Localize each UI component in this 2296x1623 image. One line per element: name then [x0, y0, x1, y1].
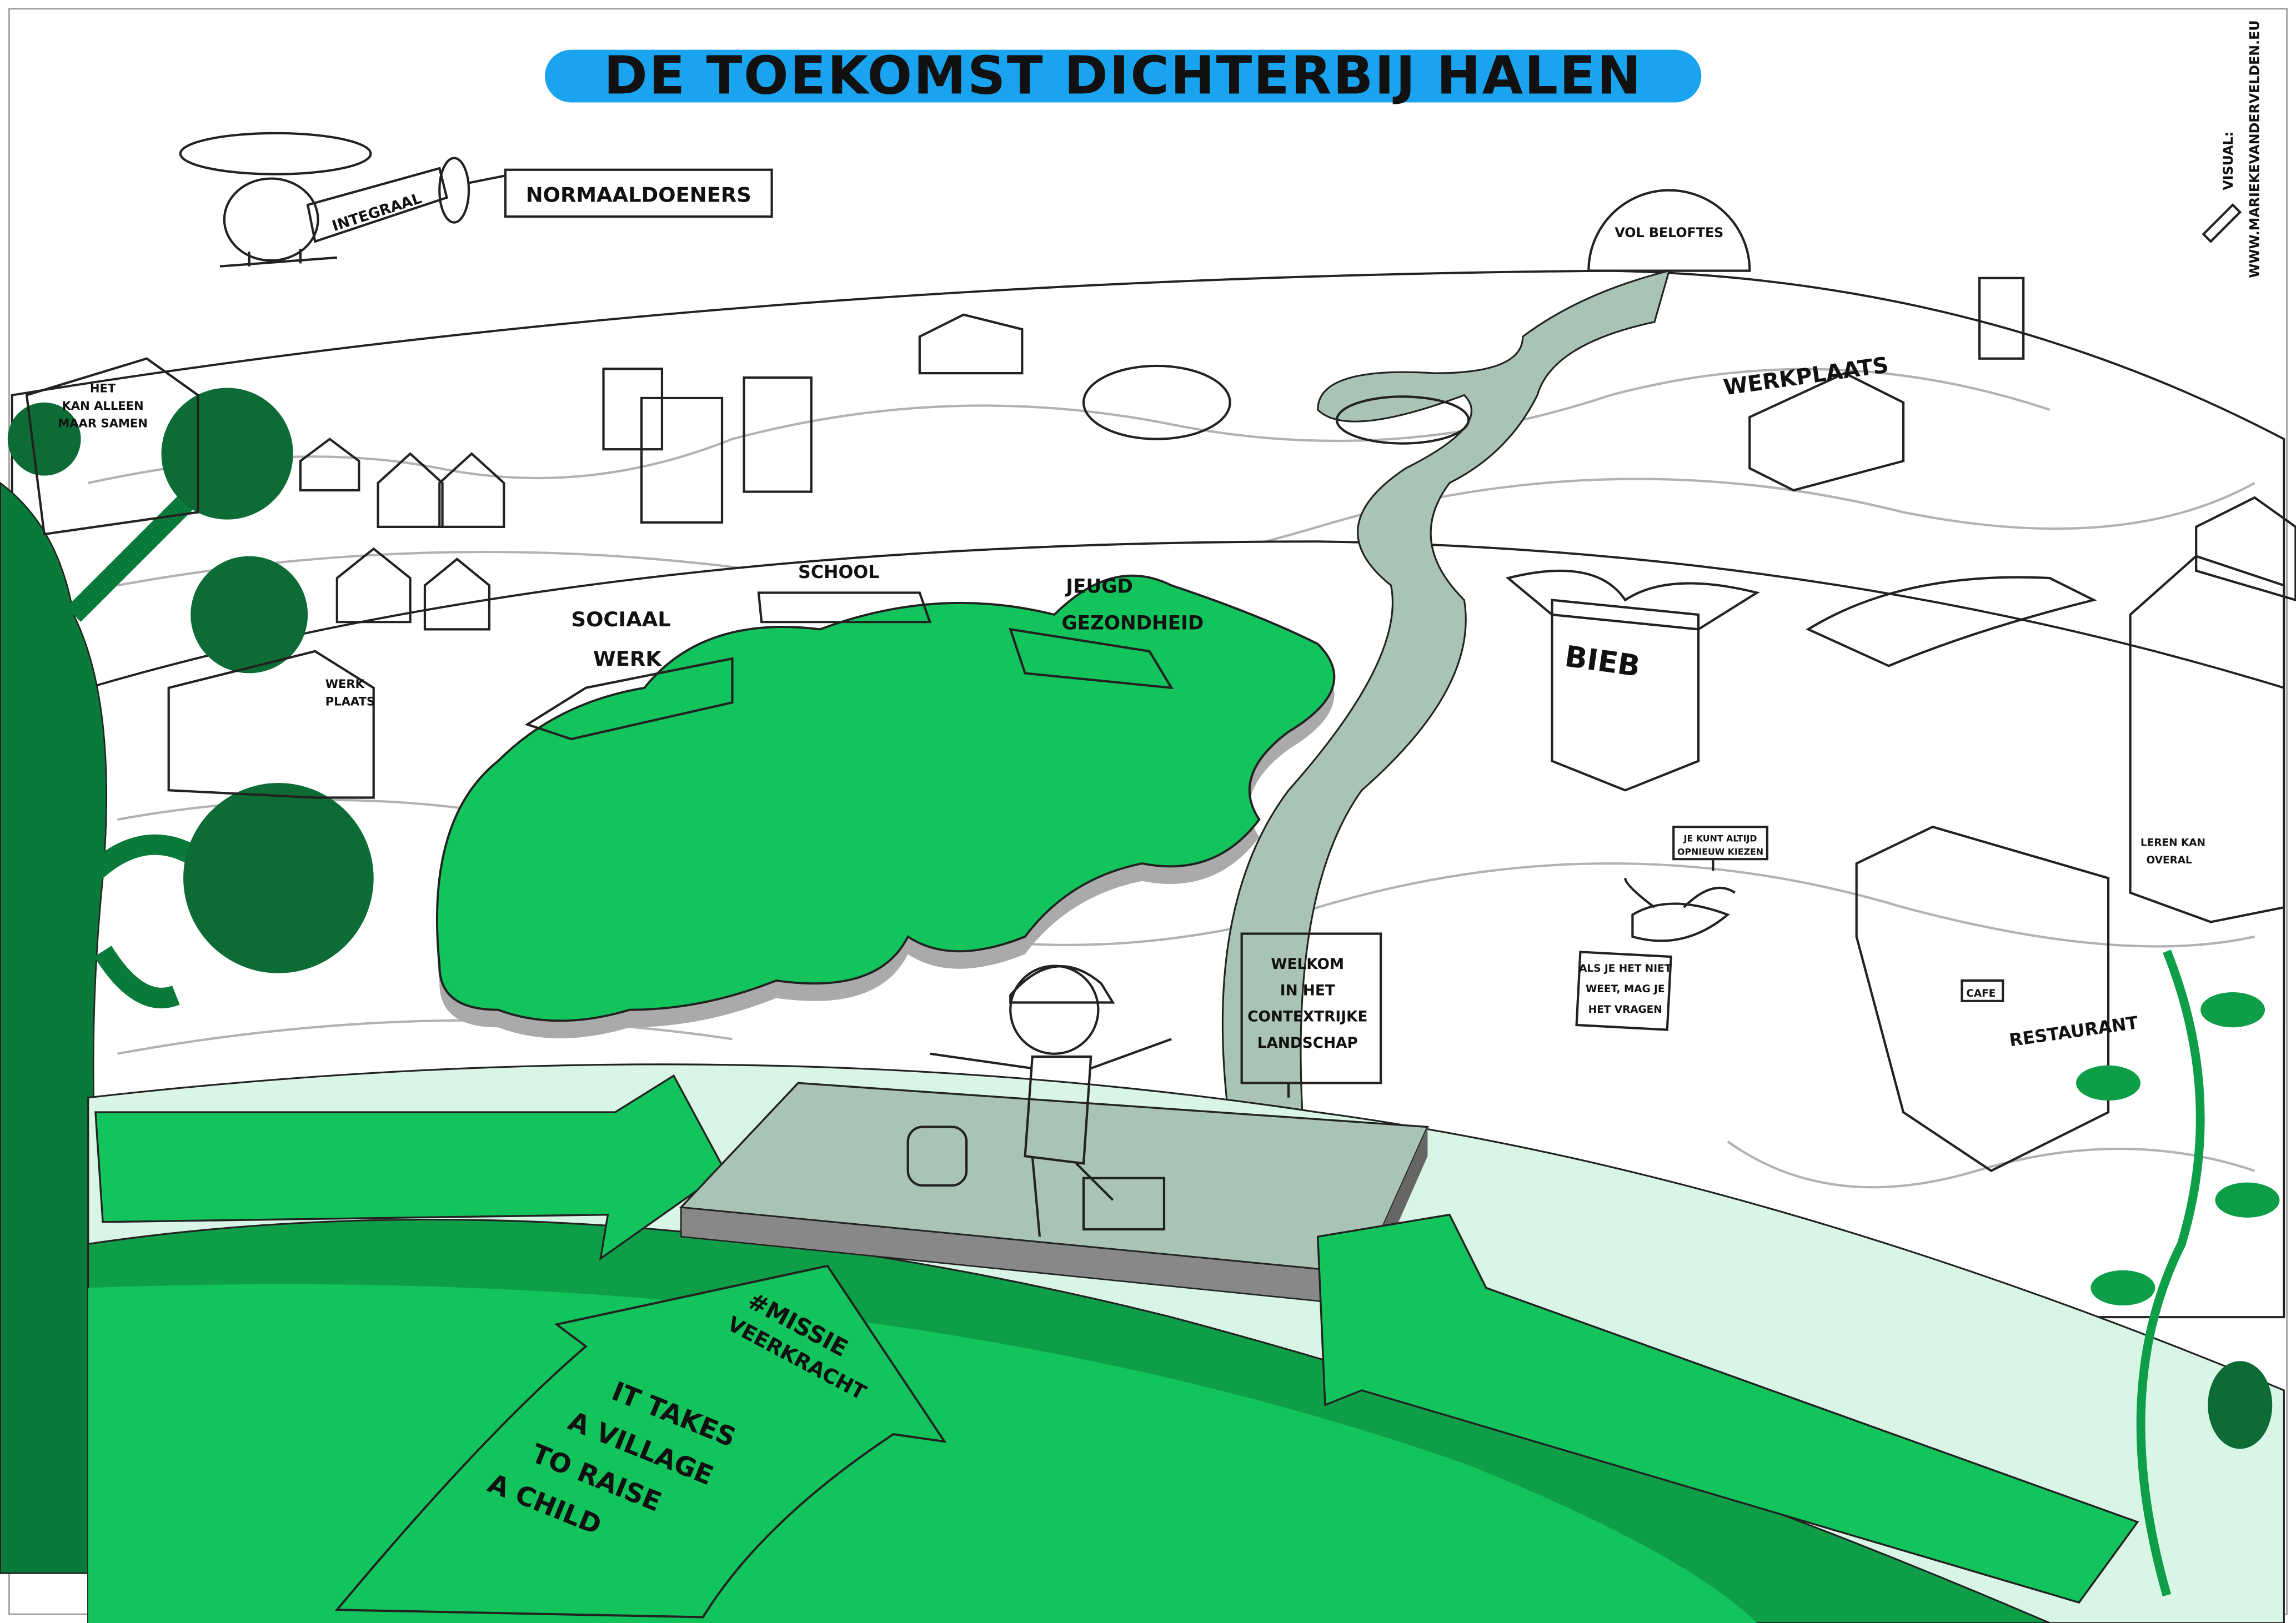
werkplaats-left-line: WERK	[325, 677, 365, 691]
sun-label: VOL BELOFTES	[1615, 225, 1723, 240]
leren-kan-overal: OVERAL	[2147, 855, 2193, 866]
village	[299, 277, 2025, 631]
tall-building: LEREN KAN OVERAL	[2129, 496, 2296, 923]
big-mission-arrow: #MISSIE VEERKRACHT IT TAKES A VILLAGE TO…	[334, 1264, 947, 1619]
treehouse-sign-line: MAAR SAMEN	[58, 416, 148, 430]
sign-text: OPNIEUW KIEZEN	[1677, 846, 1763, 857]
sign-text: IN HET	[1280, 982, 1335, 999]
credit: VISUAL: WWW.MARIEKEVANDERVELDEN.EU	[2220, 20, 2262, 278]
green-island: SOCIAAL WERK SCHOOL JEUGD GEZONDHEID	[436, 562, 1336, 1039]
sign-text: HET VRAGEN	[1588, 1004, 1662, 1016]
leren-kan-overal: LEREN KAN	[2140, 837, 2205, 848]
sign-text: WELKOM	[1271, 956, 1344, 973]
arrow-right-hobbies	[1316, 1213, 2139, 1604]
school-label: SCHOOL	[798, 562, 879, 582]
jeugd-gezondheid-label: GEZONDHEID	[1061, 612, 1204, 634]
big-tree	[0, 388, 374, 1574]
child-figure	[906, 964, 1172, 1237]
sign-welkom: WELKOM IN HET CONTEXTRIJKE LANDSCHAP	[1240, 932, 1382, 1098]
cafe-label: CAFE	[1966, 988, 1996, 999]
arrow-left-tools	[94, 1074, 726, 1261]
banner-text: NORMAALDOENERS	[526, 183, 751, 207]
sign-text: CONTEXTRIJKE	[1247, 1009, 1367, 1026]
jeugd-gezondheid-label: JEUGD	[1065, 575, 1133, 597]
treehouse: HET KAN ALLEEN MAAR SAMEN	[25, 357, 199, 536]
credit-url: WWW.MARIEKEVANDERVELDEN.EU	[2247, 20, 2263, 278]
title-banner: DE TOEKOMST DICHTERBIJ HALEN	[545, 46, 1702, 107]
werkplaats-left-line: PLAATS	[325, 694, 375, 708]
sign-text: LANDSCHAP	[1257, 1035, 1358, 1052]
sign-text: WEET, MAG JE	[1586, 983, 1665, 995]
dove-with-sign: ALS JE HET NIET WEET, MAG JE HET VRAGEN	[1575, 878, 1736, 1031]
road	[1221, 269, 1671, 1128]
sign-text: JE KUNT ALTIJD	[1683, 833, 1757, 844]
treehouse-sign-line: KAN ALLEEN	[62, 399, 143, 413]
beanstalk	[2076, 949, 2280, 1597]
page-title: DE TOEKOMST DICHTERBIJ HALEN	[604, 46, 1642, 107]
werkplaats-left: WERK PLAATS	[167, 650, 375, 799]
sun: VOL BELOFTES	[1587, 189, 1751, 272]
treehouse-sign-line: HET	[90, 381, 116, 395]
pencil-icon	[2202, 203, 2242, 243]
banner	[504, 168, 773, 218]
sign-text: ALS JE HET NIET	[1579, 963, 1671, 974]
sociaal-werk-label: WERK	[593, 647, 662, 671]
sports-field	[1806, 576, 2097, 667]
sign-opnieuw-kiezen: JE KUNT ALTIJD OPNIEUW KIEZEN	[1672, 826, 1769, 871]
credit-label: VISUAL:	[2220, 132, 2236, 190]
sociaal-werk-label: SOCIAAL	[572, 607, 671, 631]
